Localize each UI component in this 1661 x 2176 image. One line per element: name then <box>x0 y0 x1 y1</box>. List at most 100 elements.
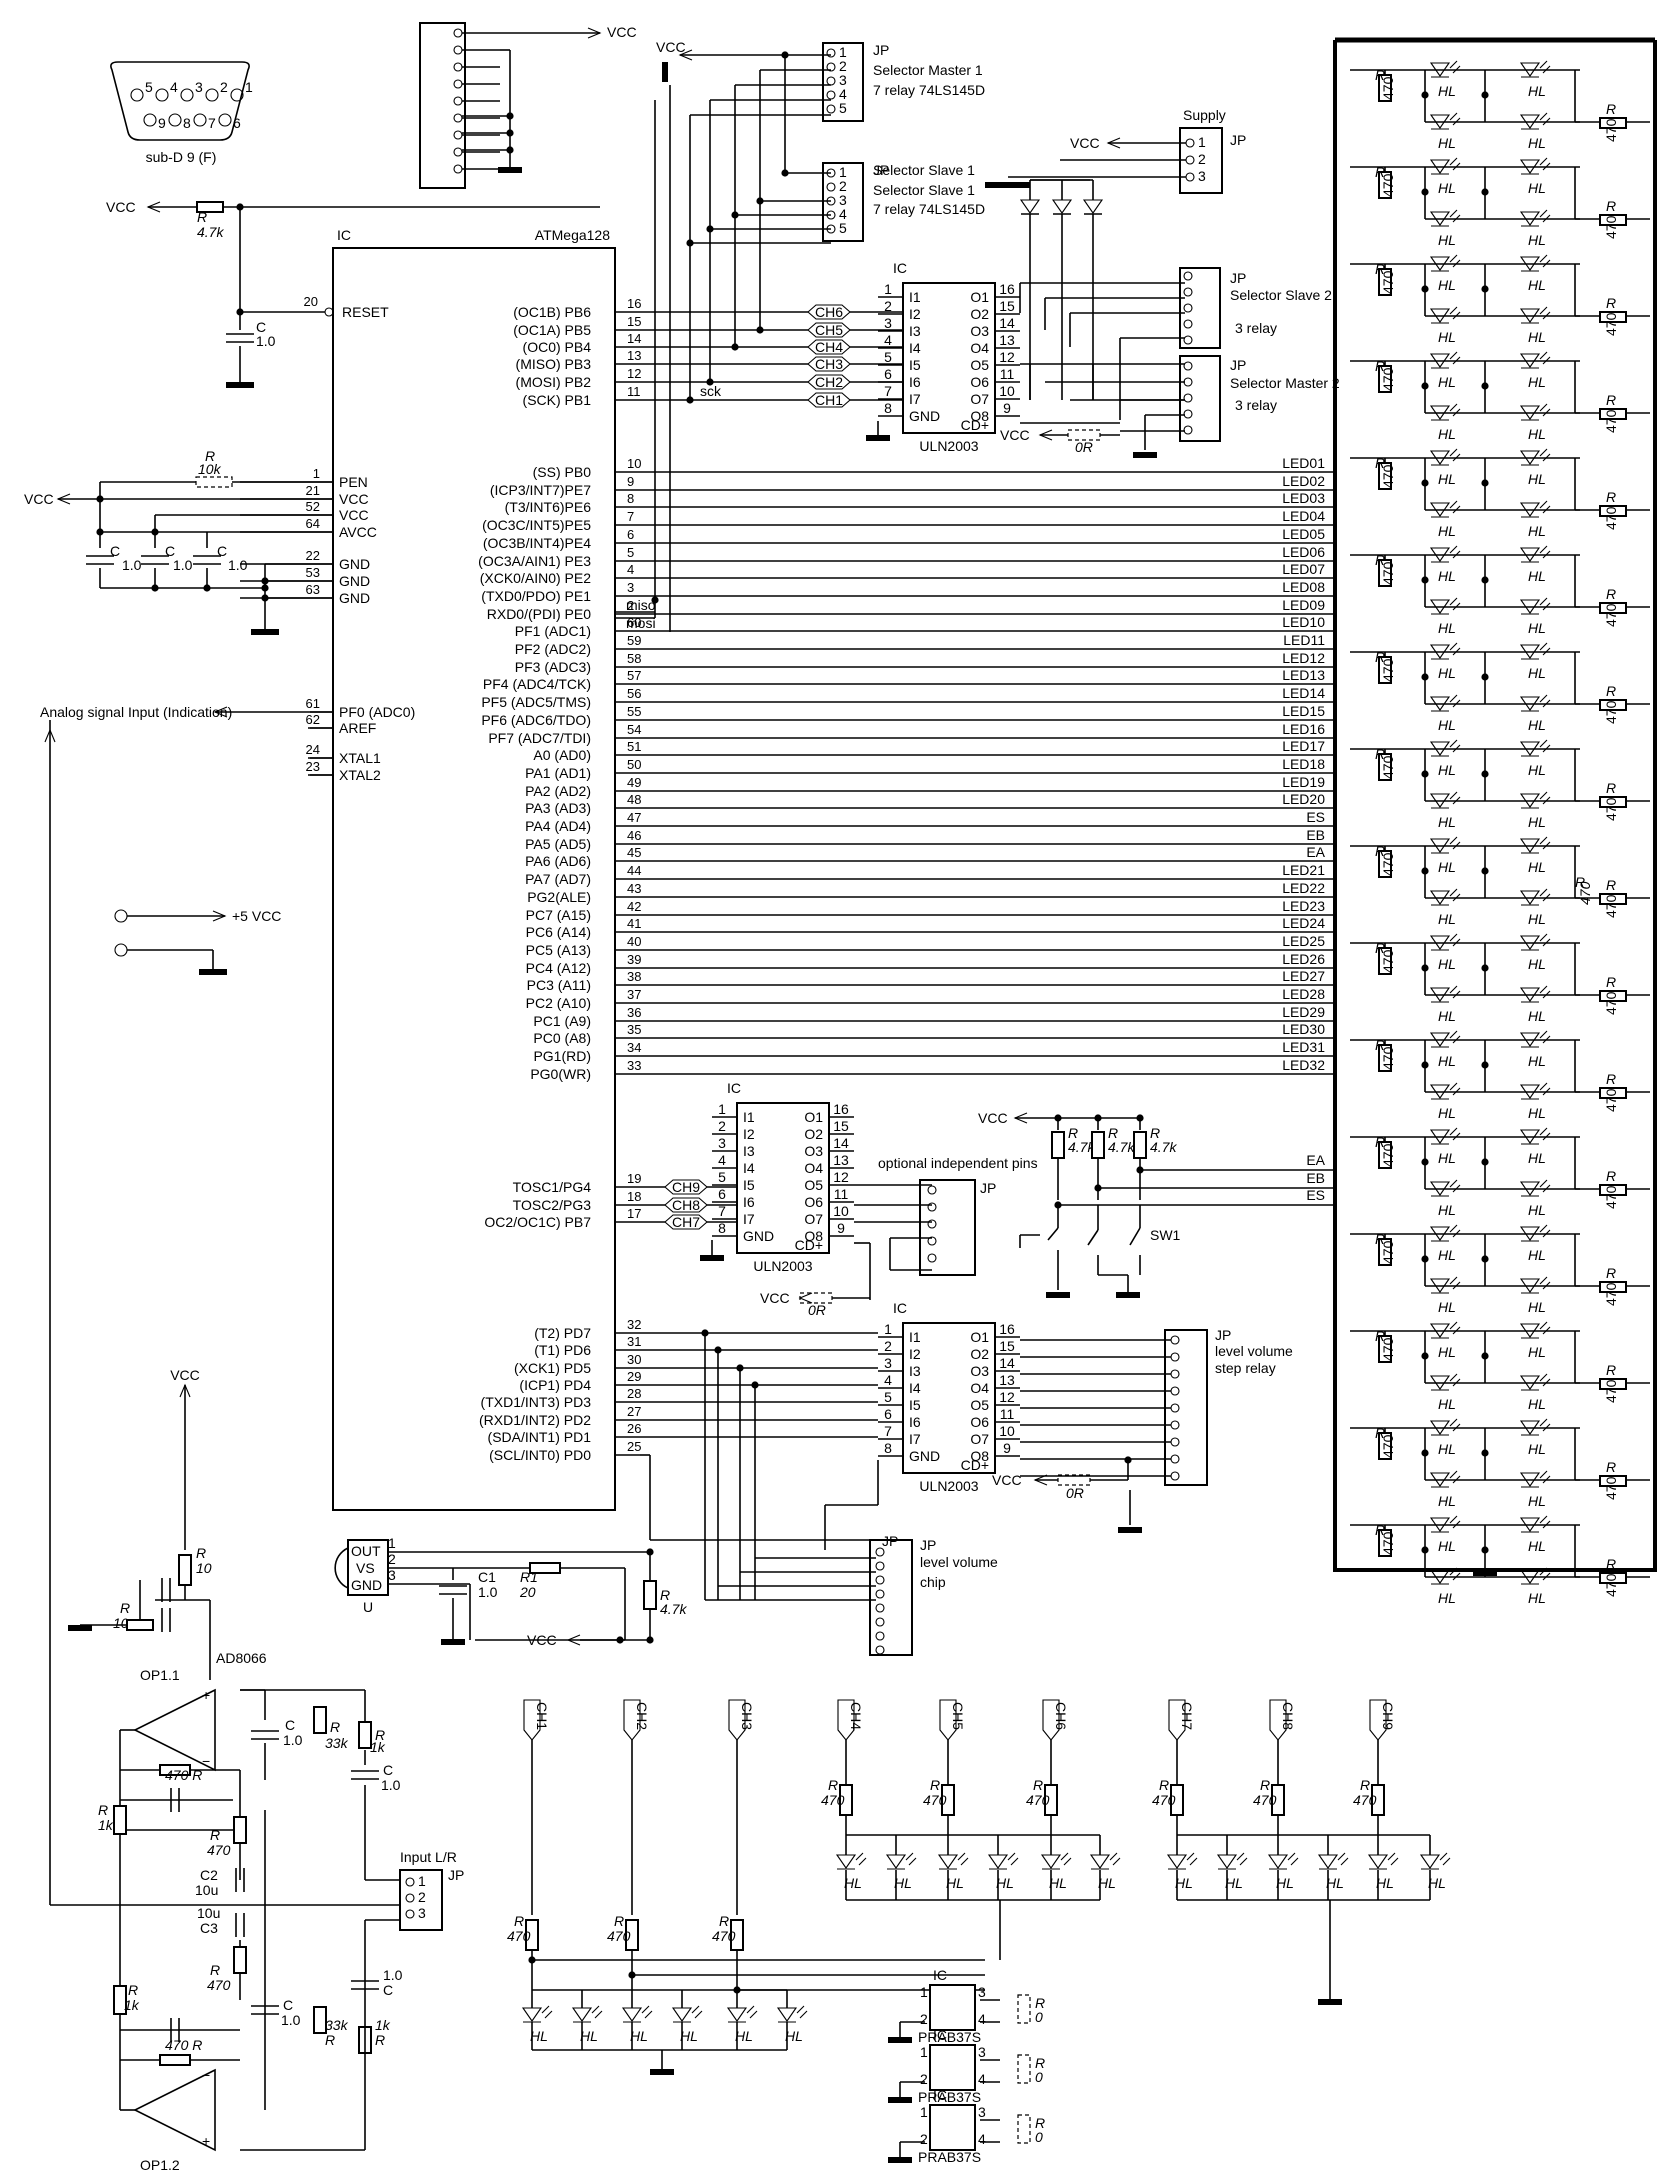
junction-dot <box>1421 1255 1429 1263</box>
pin-number: 23 <box>306 759 320 774</box>
pin-number: 7 <box>884 383 892 399</box>
net-tag-label: CH4 <box>815 339 843 355</box>
junction-dot <box>706 225 714 233</box>
net-label: LED31 <box>1282 1039 1325 1055</box>
pin-label: PC3 (A11) <box>527 977 591 993</box>
pin-number: 11 <box>1000 1406 1015 1422</box>
jp-title: level volume <box>1215 1343 1293 1359</box>
led-label: HL <box>1438 1247 1456 1263</box>
led-label: HL <box>1528 620 1546 636</box>
led-label: HL <box>844 1875 862 1891</box>
pin-number: 12 <box>833 1169 849 1185</box>
pin-number: 9 <box>1003 400 1011 416</box>
uln-pin-name: O5 <box>804 1177 823 1193</box>
junction-dot <box>261 594 269 602</box>
subd-pin <box>143 113 157 127</box>
diode-symbol <box>1082 199 1104 214</box>
res-value: 33k <box>325 1735 349 1751</box>
res-label: R <box>1606 1265 1616 1281</box>
led-label: HL <box>1438 374 1456 390</box>
led-symbol <box>1429 1470 1461 1488</box>
res-label: R <box>1360 1777 1370 1793</box>
pin-number: 4 <box>627 562 634 577</box>
led-symbol <box>1429 1276 1461 1294</box>
mcu-body <box>332 247 616 1511</box>
led-label: HL <box>1438 1008 1456 1024</box>
res-label: R <box>1375 455 1385 471</box>
led-label: HL <box>1528 1150 1546 1166</box>
res-label: R <box>1150 1125 1160 1141</box>
pin-number: 20 <box>304 294 318 309</box>
subd-pin <box>218 113 232 127</box>
net-label: LED03 <box>1282 490 1325 506</box>
pin-number: 7 <box>718 1203 726 1219</box>
terminal-circle <box>1183 303 1193 313</box>
pin-number: 63 <box>306 582 320 597</box>
jp-subtitle: chip <box>920 1574 946 1590</box>
jp-label: JP <box>448 1867 464 1883</box>
res-label: R <box>1606 489 1616 505</box>
led-symbol <box>1519 500 1551 518</box>
net-tag-label: CH4 <box>848 1702 864 1730</box>
led-symbol <box>1429 1515 1461 1533</box>
uln-pin-name: I4 <box>909 1380 921 1396</box>
led-label: HL <box>530 2028 548 2044</box>
pin-label: (T2) PD7 <box>534 1325 591 1341</box>
power-terminal <box>114 909 128 923</box>
res-value: 1k <box>98 1817 114 1833</box>
relay-part: PRAB37S <box>918 2029 981 2045</box>
led-label: HL <box>1438 1538 1456 1554</box>
cap-label: C <box>383 1982 393 1998</box>
cap-value: 1.0 <box>228 557 248 573</box>
led-label: HL <box>1276 1875 1294 1891</box>
uln-pin-name: GND <box>909 408 940 424</box>
uln-ref: IC <box>893 1300 907 1316</box>
res-label: R <box>1606 295 1616 311</box>
led-symbol <box>1519 642 1551 660</box>
res-label: R <box>1375 164 1385 180</box>
pin-label: PF0 (ADC0) <box>339 704 415 720</box>
led-symbol <box>1519 254 1551 272</box>
terminal-circle <box>826 104 836 114</box>
led-label: HL <box>1438 135 1456 151</box>
uln-pin-name: I2 <box>743 1126 755 1142</box>
res-label: R <box>1606 392 1616 408</box>
resistor-symbol <box>1599 893 1627 905</box>
jp-pin-number: 4 <box>839 206 847 222</box>
pin-number: 6 <box>718 1186 726 1202</box>
led-symbol <box>1519 597 1551 615</box>
jp-pin-number: 5 <box>839 100 847 116</box>
uln-pin-name: I4 <box>909 340 921 356</box>
pin-label: (SS) PB0 <box>533 464 592 480</box>
jp-title: Selector Master 2 <box>1230 375 1340 391</box>
pin-label: (TXD1/INT3) PD3 <box>481 1394 592 1410</box>
pin-label: PC0 (A8) <box>533 1030 591 1046</box>
res-label: R <box>1575 874 1585 890</box>
res-value: 470 <box>1380 270 1396 294</box>
net-label: LED23 <box>1282 898 1325 914</box>
junction-dot <box>1094 1184 1102 1192</box>
uln-pin-name: I3 <box>743 1143 755 1159</box>
vcc-label: VCC <box>607 24 637 40</box>
junction-dot <box>1481 1449 1489 1457</box>
res-label: R <box>1260 1777 1270 1793</box>
pin-label: PF5 (ADC5/TMS) <box>481 694 591 710</box>
zero-ohm-link <box>1017 2054 1031 2084</box>
res-label: R <box>930 1777 940 1793</box>
pin-number: 10 <box>999 383 1015 399</box>
junction-dot <box>686 239 694 247</box>
jp-pin-number: 3 <box>839 72 847 88</box>
pin-number: 10 <box>627 456 641 471</box>
junction-dot <box>1481 964 1489 972</box>
junction-dot <box>756 326 764 334</box>
led-symbol <box>1089 1852 1121 1870</box>
led-label: HL <box>1528 135 1546 151</box>
led-symbol <box>776 2005 808 2023</box>
pin-number: 64 <box>306 516 320 531</box>
led-label: HL <box>785 2028 803 2044</box>
net-label: LED27 <box>1282 968 1325 984</box>
led-symbol <box>1429 157 1461 175</box>
led-label: HL <box>1528 665 1546 681</box>
terminal-circle <box>405 1909 415 1919</box>
uln-part: ULN2003 <box>919 438 978 454</box>
